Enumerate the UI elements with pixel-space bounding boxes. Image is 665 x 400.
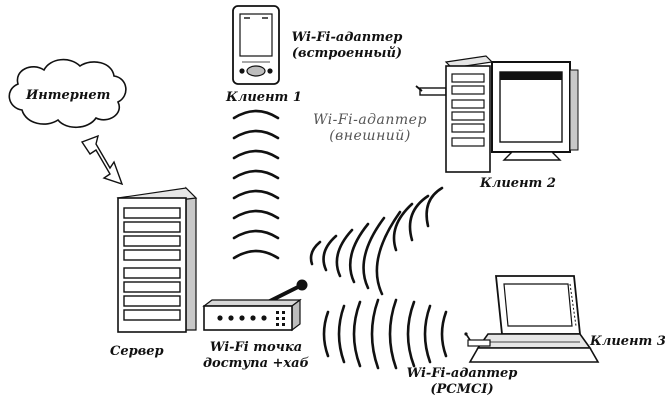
client2-adapter-line1: Wi-Fi-адаптер	[313, 112, 427, 128]
desktop-computer-icon	[415, 55, 579, 173]
client1-label: Клиент 1	[226, 90, 302, 105]
server-icon	[116, 186, 198, 333]
client1-adapter-line1: Wi-Fi-адаптер	[291, 30, 403, 45]
access-point-icon	[202, 279, 308, 332]
client3-adapter-label: Wi-Fi-адаптер (PCMCI)	[402, 366, 522, 398]
client2-adapter-label: Wi-Fi-адаптер (внешний)	[300, 112, 440, 144]
client1-adapter-line2: (встроенный)	[291, 46, 403, 61]
client2-label: Клиент 2	[480, 176, 556, 191]
pda-icon	[232, 5, 280, 85]
client3-label: Клиент 3	[590, 334, 665, 349]
access-point-label-line2: доступа +хаб	[202, 356, 309, 371]
signal-waves-client2	[309, 186, 444, 296]
access-point-label: Wi-Fi точка доступа +хаб	[200, 340, 312, 372]
client1-adapter-label: Wi-Fi-адаптер (встроенный)	[288, 30, 406, 62]
client3-adapter-line2: (PCMCI)	[430, 382, 494, 397]
internet-label: Интернет	[26, 88, 111, 103]
laptop-icon	[464, 275, 600, 363]
double-arrow-icon	[80, 134, 124, 186]
signal-waves-client1	[232, 109, 280, 260]
internet-cloud-icon	[8, 58, 127, 129]
access-point-label-line1: Wi-Fi точка	[209, 340, 303, 355]
server-label: Сервер	[110, 344, 164, 359]
client2-adapter-line2: (внешний)	[329, 128, 411, 144]
client3-adapter-line1: Wi-Fi-адаптер	[406, 366, 518, 381]
signal-waves-client3	[322, 298, 448, 370]
